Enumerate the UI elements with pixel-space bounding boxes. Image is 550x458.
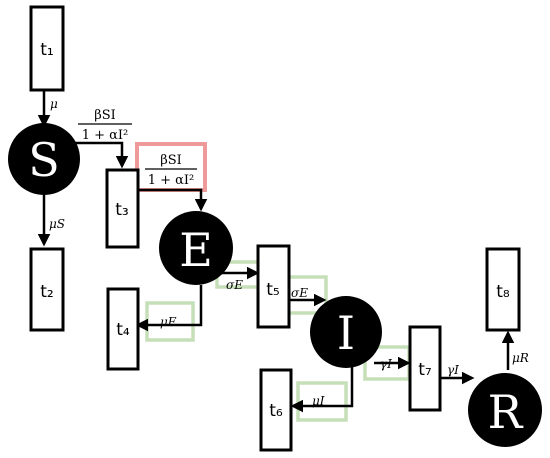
edge-e-to-t4 — [135, 285, 203, 332]
t3-label: t₃ — [115, 200, 128, 220]
t6-label: t₆ — [269, 401, 283, 421]
s-label: S — [28, 133, 60, 187]
compartment-e: E — [159, 211, 233, 285]
t7-label: t₇ — [418, 360, 432, 380]
rate-gamma-i-t7-r: γI — [447, 363, 459, 377]
compartment-r: R — [468, 373, 542, 447]
t4-label: t₄ — [116, 320, 130, 340]
compartment-s: S — [8, 123, 80, 195]
t8-label: t₈ — [496, 282, 510, 302]
rate-mu-r: μR — [512, 351, 529, 365]
transition-t1: t₁ — [29, 5, 65, 92]
e-label: E — [179, 223, 213, 277]
rate-mu-i: μI — [312, 394, 325, 408]
i-label: I — [337, 306, 355, 360]
edge-i-to-t6 — [290, 366, 354, 413]
rate-mu-e: μE — [160, 315, 177, 329]
transition-t7: t₇ — [408, 325, 442, 412]
t2-label: t₂ — [40, 282, 53, 302]
edge-t3-to-e — [137, 188, 208, 212]
compartment-i: I — [310, 296, 382, 368]
t1-label: t₁ — [40, 40, 53, 60]
transition-t2: t₂ — [29, 247, 65, 332]
rate-mu-t1-s: μ — [50, 97, 58, 111]
transition-t3: t₃ — [105, 168, 140, 249]
t5-label: t₅ — [266, 280, 279, 300]
rate-sigma-e-e-t5: σE — [226, 278, 243, 292]
rate-mu-s: μS — [49, 217, 65, 231]
r-label: R — [488, 385, 524, 439]
transition-t8: t₈ — [485, 247, 521, 332]
transition-t4: t₄ — [106, 287, 140, 371]
rate-infection-t3-e-numerator: βSI — [160, 153, 182, 168]
transition-t6: t₆ — [259, 368, 293, 452]
rate-infection-t3-e: βSI 1 + αI² — [145, 153, 197, 188]
rate-sigma-e-t5-i: σE — [291, 286, 308, 300]
transition-t5: t₅ — [256, 244, 291, 329]
rate-infection-s-t3-numerator: βSI — [94, 108, 116, 123]
rate-infection-s-t3-denominator: 1 + αI² — [82, 128, 129, 143]
edge-s-to-t3 — [72, 141, 129, 169]
rate-gamma-i-i-t7: γI — [380, 357, 392, 371]
rate-infection-t3-e-denominator: 1 + αI² — [148, 173, 195, 188]
rate-infection-s-t3: βSI 1 + αI² — [78, 108, 132, 143]
